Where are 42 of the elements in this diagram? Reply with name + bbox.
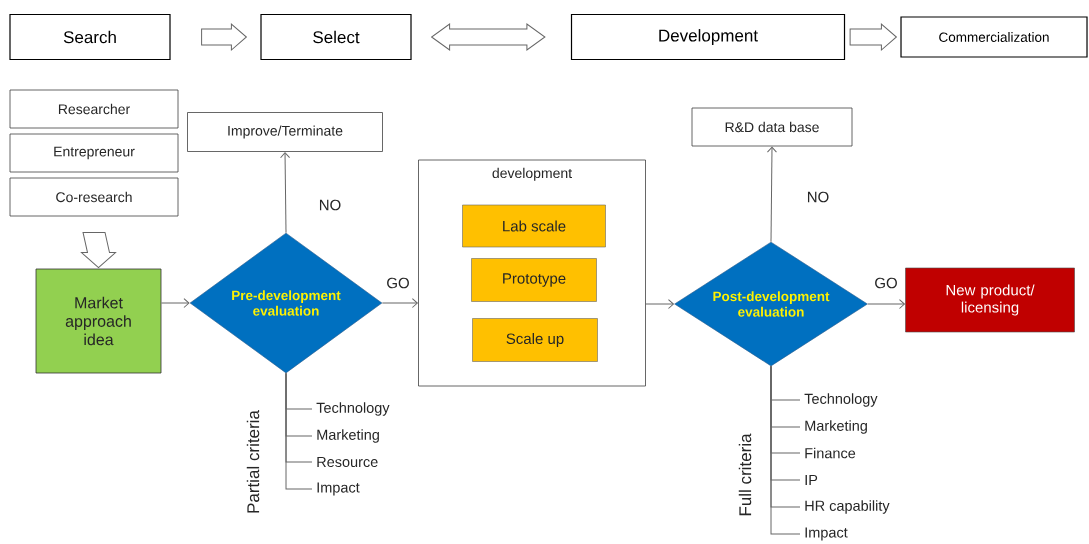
criteria-branch [770,365,801,535]
box-title: Commercialization [900,16,1088,58]
criterion-text: Marketing [805,420,867,434]
criterion-text: HR capability [805,500,890,514]
arrow [280,152,291,234]
source-box: Researcher [9,89,179,129]
source-box: R&D data base [691,107,853,147]
stage-box: Scale up [472,318,598,362]
edge-label: NO [317,198,343,212]
box-title: Search [9,13,171,61]
edge-label: NO [805,190,831,204]
criterion-text: IP [805,475,818,485]
source-box: Entrepreneur [9,133,179,173]
block-arrow [431,23,546,51]
criterion-text: Impact [317,482,360,496]
criterion-text: Technology [804,393,878,407]
stage-box: Prototype [471,258,597,302]
arrow [381,298,418,308]
outcome-box: New product/ licensing [905,267,1075,333]
block-arrow [849,23,897,51]
arrow [645,299,674,309]
criterion-text: Technology [316,402,390,416]
box-title: Development [570,13,846,61]
arrow [867,299,905,309]
criteria-branch [285,372,313,490]
edge-label: GO [385,276,411,290]
arrow [766,146,777,243]
criterion-text: Marketing [317,429,379,443]
edge-label: GO [873,276,899,290]
criterion-text: Impact [805,527,848,541]
block-arrow [81,231,116,269]
block-arrow [201,23,247,51]
criterion-text: Finance [805,447,856,459]
source-box: Co-research [9,177,179,217]
arrow [160,298,190,308]
stage-box: Lab scale [462,204,606,248]
source-box: Improve/Terminate [187,112,383,152]
criterion-text: Resource [317,456,378,468]
criteria-title: Partial criteria [246,410,260,513]
box-title: Select [260,13,412,61]
idea-box: Market approach idea [35,268,162,374]
criteria-title: Full criteria [738,433,752,516]
